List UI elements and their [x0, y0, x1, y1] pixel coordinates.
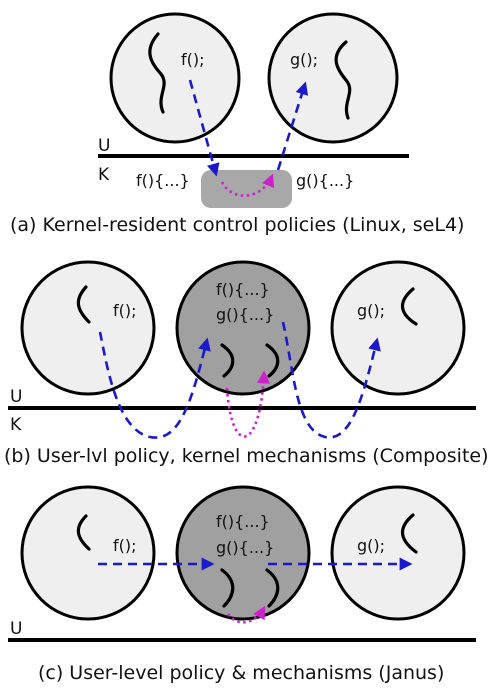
thread-icon — [148, 32, 166, 114]
kernel-policy-box — [201, 170, 292, 208]
kernel-switch-arrow — [225, 370, 270, 438]
panel-b: f(); f(){...} g(){...} g(); U K (b) User… — [4, 260, 489, 467]
thread-icon — [76, 285, 91, 324]
caption-a: (a) Kernel-resident control policies (Li… — [10, 214, 464, 236]
thread-icon — [400, 287, 418, 326]
call-g-label: g(); — [357, 536, 385, 555]
user-switch-arrow — [226, 605, 266, 624]
component-f-label: f(){...} — [216, 512, 270, 531]
thread-icon — [76, 514, 91, 551]
scheduler-component-circle — [175, 485, 311, 621]
user-label: U — [98, 136, 110, 156]
thread-icon — [334, 40, 352, 120]
panel-c: f(); f(){...} g(){...} g(); U (c) User-l… — [8, 485, 476, 684]
caption-b: (b) User-lvl policy, kernel mechanisms (… — [4, 445, 489, 467]
thread-icon — [265, 343, 280, 378]
call-g-label: g(); — [357, 301, 385, 320]
thread-icon — [220, 343, 235, 378]
thread-icon — [400, 513, 418, 554]
kernel-label: K — [10, 415, 22, 435]
component-f-label: f(){...} — [216, 280, 270, 299]
process-circle-left — [20, 485, 156, 621]
process-circle-right — [330, 485, 466, 621]
user-label: U — [10, 387, 22, 407]
call-arrow-into-component — [98, 331, 211, 439]
process-circle-right — [330, 260, 466, 396]
call-f-label: f(); — [113, 301, 137, 320]
caption-c: (c) User-level policy & mechanisms (Janu… — [38, 662, 444, 684]
kernel-g-label: g(){...} — [296, 171, 354, 190]
kernel-label: K — [98, 165, 110, 185]
call-arrow-out-of-component — [281, 321, 381, 439]
call-f-label: f(); — [181, 50, 205, 69]
call-arrow-down — [188, 79, 220, 177]
process-circle-left — [109, 12, 241, 144]
kernel-switch-arrow — [220, 173, 274, 197]
process-circle-left — [20, 260, 156, 396]
call-f-label: f(); — [113, 536, 137, 555]
call-arrow-up — [276, 81, 309, 171]
component-g-label: g(){...} — [216, 538, 274, 557]
panel-a: f(); g(); U K f(){...} g(){...} (a) Kern… — [10, 12, 464, 236]
scheduler-component-circle — [175, 260, 311, 396]
kernel-f-label: f(){...} — [136, 171, 190, 190]
call-g-label: g(); — [290, 50, 318, 69]
user-label: U — [10, 619, 22, 639]
process-circle-right — [267, 12, 399, 144]
thread-icon — [265, 568, 280, 608]
component-g-label: g(){...} — [216, 305, 274, 324]
thread-icon — [220, 568, 235, 608]
